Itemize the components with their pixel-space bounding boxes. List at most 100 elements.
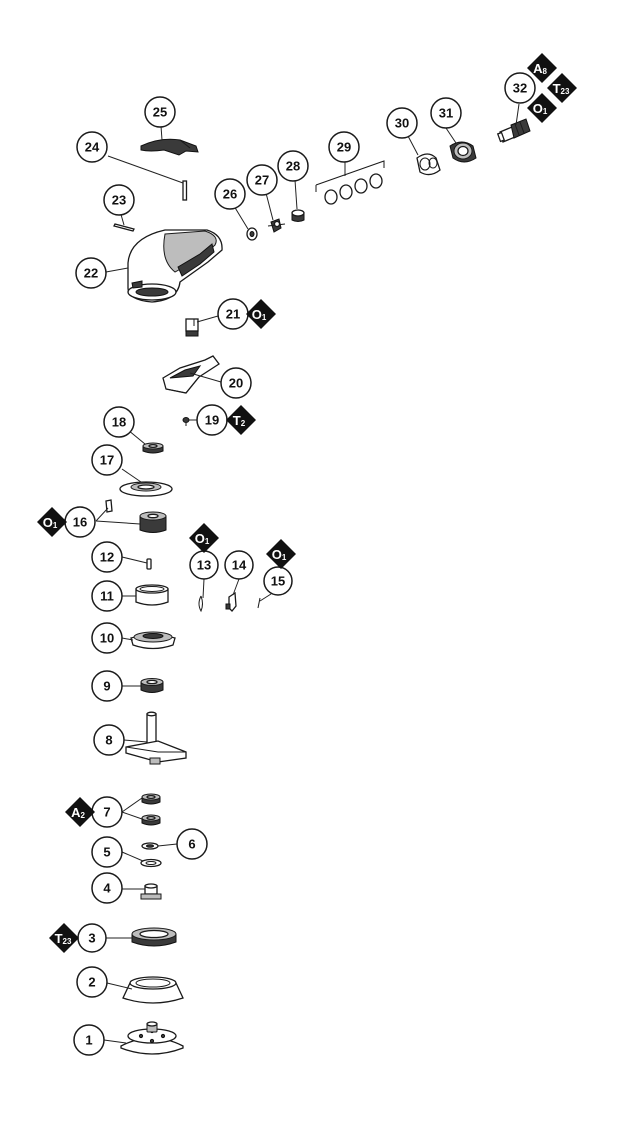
svg-text:32: 32	[513, 81, 527, 96]
callout-29: 29	[328, 131, 360, 163]
svg-text:O1: O1	[533, 101, 548, 116]
part-19-screw	[182, 417, 190, 426]
svg-text:A8: A8	[533, 61, 547, 76]
part-12-pin	[146, 558, 152, 570]
part-18-bearing	[142, 442, 164, 454]
part-25-lever	[140, 138, 199, 156]
badge-o1-part16: O1	[37, 507, 67, 537]
svg-text:20: 20	[229, 376, 243, 391]
svg-text:10: 10	[100, 631, 114, 646]
badge-a2: A2	[65, 797, 95, 827]
callout-4: 4	[91, 872, 123, 904]
svg-text:T2: T2	[233, 413, 246, 428]
svg-text:18: 18	[112, 415, 126, 430]
callout-13: 13	[189, 550, 219, 580]
svg-text:O1: O1	[252, 307, 267, 322]
part-7-bearings	[141, 793, 161, 826]
part-23-pin	[113, 223, 135, 232]
svg-text:22: 22	[84, 266, 98, 281]
svg-text:13: 13	[197, 558, 211, 573]
callout-15: 15	[263, 566, 293, 596]
svg-text:8: 8	[105, 733, 112, 748]
part-27-regulator	[267, 218, 286, 233]
part-14-valve	[225, 591, 237, 612]
callout-25: 25	[144, 96, 176, 128]
part-10-plate	[130, 631, 176, 650]
svg-text:5: 5	[103, 845, 110, 860]
part-28-plug	[291, 209, 305, 222]
part-2-shroud	[122, 976, 184, 1004]
svg-text:19: 19	[205, 413, 219, 428]
callout-31: 31	[430, 97, 462, 129]
callout-22: 22	[75, 257, 107, 289]
part-16-rotor	[105, 499, 167, 533]
badge-a8-part32: A8	[527, 53, 557, 83]
callout-19: 19	[196, 404, 228, 436]
svg-text:T23: T23	[55, 931, 72, 946]
callout-8: 8	[93, 724, 125, 756]
svg-text:3: 3	[88, 931, 95, 946]
callout-23: 23	[103, 184, 135, 216]
callout-18: 18	[103, 406, 135, 438]
part-1-backing-pad	[120, 1021, 184, 1055]
svg-text:O1: O1	[195, 531, 210, 546]
part-20-bracket	[162, 355, 220, 394]
callout-11: 11	[91, 580, 123, 612]
part-29-silencer-set	[315, 160, 385, 205]
part-13-clip	[198, 595, 203, 613]
badge-o1-part13: O1	[189, 523, 219, 553]
callout-26: 26	[214, 178, 246, 210]
badge-t23-part3: T23	[49, 923, 79, 953]
svg-text:31: 31	[439, 106, 453, 121]
callout-3: 3	[77, 923, 107, 953]
part-24-pin	[182, 180, 188, 201]
svg-text:30: 30	[395, 116, 409, 131]
part-11-cylinder	[135, 584, 169, 606]
spec-badges: A2 T23 O1 O1 O1 T2 O1 A8	[37, 53, 577, 953]
svg-text:27: 27	[255, 173, 269, 188]
badge-t2-part19: T2	[226, 405, 256, 435]
callout-28: 28	[277, 150, 309, 182]
callout-12: 12	[91, 541, 123, 573]
svg-text:28: 28	[286, 159, 300, 174]
svg-text:15: 15	[271, 574, 285, 589]
svg-text:1: 1	[85, 1033, 92, 1048]
callout-10: 10	[91, 622, 123, 654]
svg-text:11: 11	[100, 589, 114, 604]
badge-o1-part15: O1	[266, 539, 296, 569]
part-22-housing	[127, 229, 223, 303]
callout-16: 16	[64, 506, 96, 538]
callout-7: 7	[91, 796, 123, 828]
svg-text:25: 25	[153, 105, 167, 120]
svg-text:16: 16	[73, 515, 87, 530]
part-4-nut	[140, 883, 162, 900]
svg-text:O1: O1	[43, 515, 58, 530]
svg-text:26: 26	[223, 187, 237, 202]
part-30-gasket	[416, 153, 441, 176]
callout-21: 21	[217, 298, 249, 330]
svg-text:17: 17	[100, 453, 114, 468]
svg-text:24: 24	[85, 140, 100, 155]
part-6-small-washer	[141, 842, 159, 850]
svg-text:9: 9	[103, 679, 110, 694]
svg-text:21: 21	[226, 307, 240, 322]
callout-17: 17	[91, 444, 123, 476]
callout-14: 14	[224, 550, 254, 580]
badge-o1-part21: O1	[246, 299, 276, 329]
part-26-washer	[246, 227, 258, 241]
callouts: 1 2 3 4 5 6 7 8 9 10 11 12 13 14 15 16 1…	[64, 72, 536, 1056]
callout-5: 5	[91, 836, 123, 868]
badge-t23-part32: T23	[547, 73, 577, 103]
part-21-valve-body	[185, 318, 199, 337]
svg-text:14: 14	[232, 558, 247, 573]
svg-text:2: 2	[88, 975, 95, 990]
part-17-plate	[119, 481, 173, 497]
svg-text:O1: O1	[272, 547, 287, 562]
svg-text:T23: T23	[553, 81, 570, 96]
callout-20: 20	[220, 367, 252, 399]
callout-27: 27	[246, 164, 278, 196]
svg-text:A2: A2	[71, 805, 85, 820]
leader-lines	[95, 103, 520, 1044]
svg-text:12: 12	[100, 550, 114, 565]
